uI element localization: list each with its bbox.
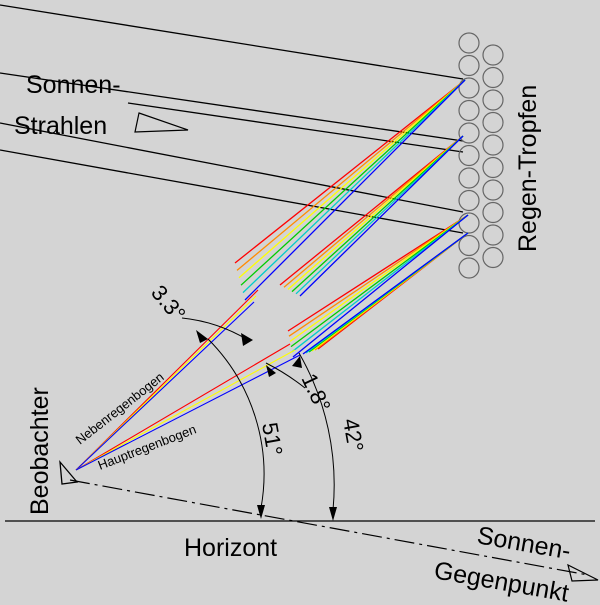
observer-label: Beobachter — [26, 387, 54, 515]
spectral-ray — [283, 135, 464, 288]
spectral-ray — [75, 349, 296, 471]
raindrop — [482, 66, 504, 89]
spectral-ray — [75, 343, 291, 471]
spectral-ray — [288, 214, 469, 337]
spectral-ray — [279, 135, 464, 286]
raindrop — [482, 246, 504, 269]
spectral-ray — [238, 79, 466, 279]
arrowhead — [292, 356, 302, 368]
sun-ray — [0, 122, 464, 213]
spectral-ray — [302, 232, 469, 355]
horizon-label: Horizont — [184, 534, 277, 562]
width-primary-label: 1.8° — [296, 370, 335, 416]
primary-bow-label: Hauptregenbogen — [96, 421, 199, 472]
spectral-ray — [75, 354, 301, 471]
raindrop — [458, 144, 480, 167]
width-secondary-label: 3.3° — [146, 280, 190, 326]
raindrop — [458, 77, 480, 99]
raindrop — [482, 89, 504, 111]
raindrop — [458, 167, 480, 189]
spectral-ray — [291, 135, 464, 293]
spectral-ray — [287, 135, 464, 290]
arc-secondary-51 — [207, 338, 265, 509]
arc-width-secondary — [181, 317, 249, 341]
sun-rays-label-2: Strahlen — [14, 112, 107, 140]
spectral-ray — [295, 135, 464, 295]
spectral-ray — [287, 214, 469, 332]
arrowhead — [329, 507, 337, 521]
observer-eye-icon — [59, 460, 79, 485]
raindrop — [482, 201, 504, 224]
secondary-bow-label: Nebenregenbogen — [73, 369, 167, 447]
arc-primary-42 — [298, 352, 335, 511]
spectral-ray — [291, 214, 469, 353]
angle-primary-label: 42° — [338, 417, 368, 454]
arrowhead — [196, 330, 208, 343]
raindrop — [482, 44, 504, 66]
spectral-ray — [290, 214, 469, 348]
antisolar-label-1: Sonnen- — [475, 521, 573, 565]
spectral-ray — [240, 79, 466, 286]
raindrop — [458, 257, 480, 279]
raindrop — [458, 234, 480, 257]
spectral-ray — [289, 214, 469, 342]
sun-rays-label-1: Sonnen- — [26, 71, 121, 99]
spectral-ray — [299, 135, 464, 297]
arrowhead — [257, 505, 265, 519]
sun-rays — [0, 4, 464, 234]
raindrop — [458, 189, 480, 212]
raindrops-group — [458, 32, 504, 279]
sun-ray — [0, 4, 464, 80]
sun-ray — [0, 72, 464, 142]
spectral-ray — [292, 214, 469, 358]
raindrops-label: Regen-Tropfen — [514, 85, 542, 252]
raindrop — [482, 111, 504, 134]
arrowhead — [266, 365, 276, 377]
raindrop — [482, 179, 504, 201]
raindrop — [482, 156, 504, 179]
spectral-ray — [234, 79, 466, 264]
spectral-ray — [75, 301, 255, 471]
raindrop — [458, 54, 480, 77]
angle-secondary-label: 51° — [257, 421, 287, 458]
antisolar-line — [69, 479, 589, 576]
raindrop — [482, 224, 504, 246]
spectral-ray — [236, 79, 466, 271]
sun-ray — [127, 102, 464, 153]
antisolar-arrow — [567, 563, 599, 582]
arc-width-primary — [265, 362, 306, 389]
raindrop — [458, 212, 480, 234]
antisolar-label-2: Gegenpunkt — [432, 556, 571, 605]
sun-ray — [0, 149, 464, 234]
raindrop — [458, 122, 480, 144]
arrowhead — [241, 333, 253, 346]
raindrop — [458, 32, 480, 54]
spectral-ray — [242, 79, 466, 294]
sun-direction-arrow — [134, 112, 189, 133]
raindrop — [482, 134, 504, 156]
spectral-ray — [244, 79, 466, 301]
raindrop — [458, 99, 480, 122]
rainbow-rays — [75, 79, 469, 471]
